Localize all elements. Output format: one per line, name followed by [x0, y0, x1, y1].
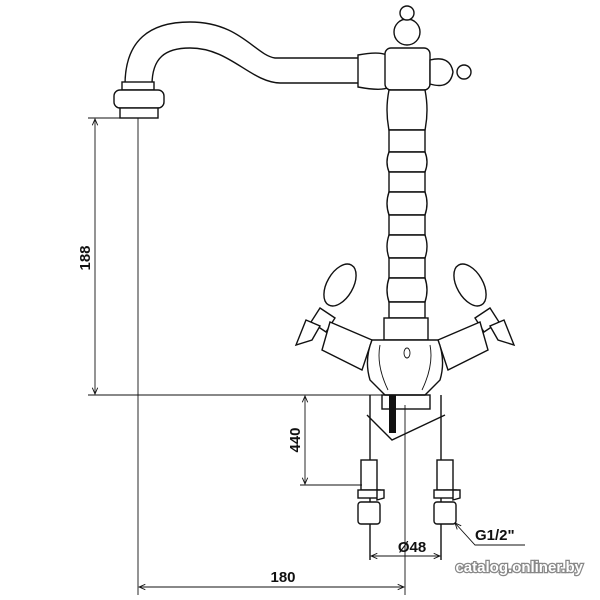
column-segment — [388, 301, 426, 319]
supply-hose-right — [433, 459, 461, 525]
column-segment — [388, 257, 426, 279]
dimension-label-180: 180 — [270, 569, 295, 586]
faucet-head — [357, 5, 472, 91]
thread-callout: G1/2" — [455, 523, 525, 546]
column-segment — [386, 89, 428, 131]
thread-label: G1/2" — [475, 527, 515, 544]
watermark: catalog.onliner.by — [455, 559, 583, 576]
right-handle — [437, 263, 516, 371]
faucet-column — [386, 89, 428, 319]
column-segment — [386, 151, 428, 173]
column-segment — [388, 129, 426, 153]
dimension-label-diameter: Ø48 — [398, 539, 426, 556]
column-segment — [386, 234, 428, 259]
dimension-188: 188 — [77, 117, 430, 595]
faucet-body — [366, 317, 444, 396]
column-segment — [386, 191, 428, 216]
column-segment — [388, 214, 426, 236]
dimension-label-188: 188 — [77, 245, 94, 270]
dimension-440: 440 — [287, 396, 362, 486]
left-handle — [294, 263, 373, 371]
spout — [113, 21, 358, 119]
dimension-180: 180 — [139, 569, 404, 587]
dimension-diameter: Ø48 — [371, 539, 440, 556]
supply-hose-left — [357, 459, 385, 525]
column-segment — [388, 171, 426, 193]
dimension-label-440: 440 — [287, 427, 304, 452]
column-segment — [386, 277, 428, 303]
